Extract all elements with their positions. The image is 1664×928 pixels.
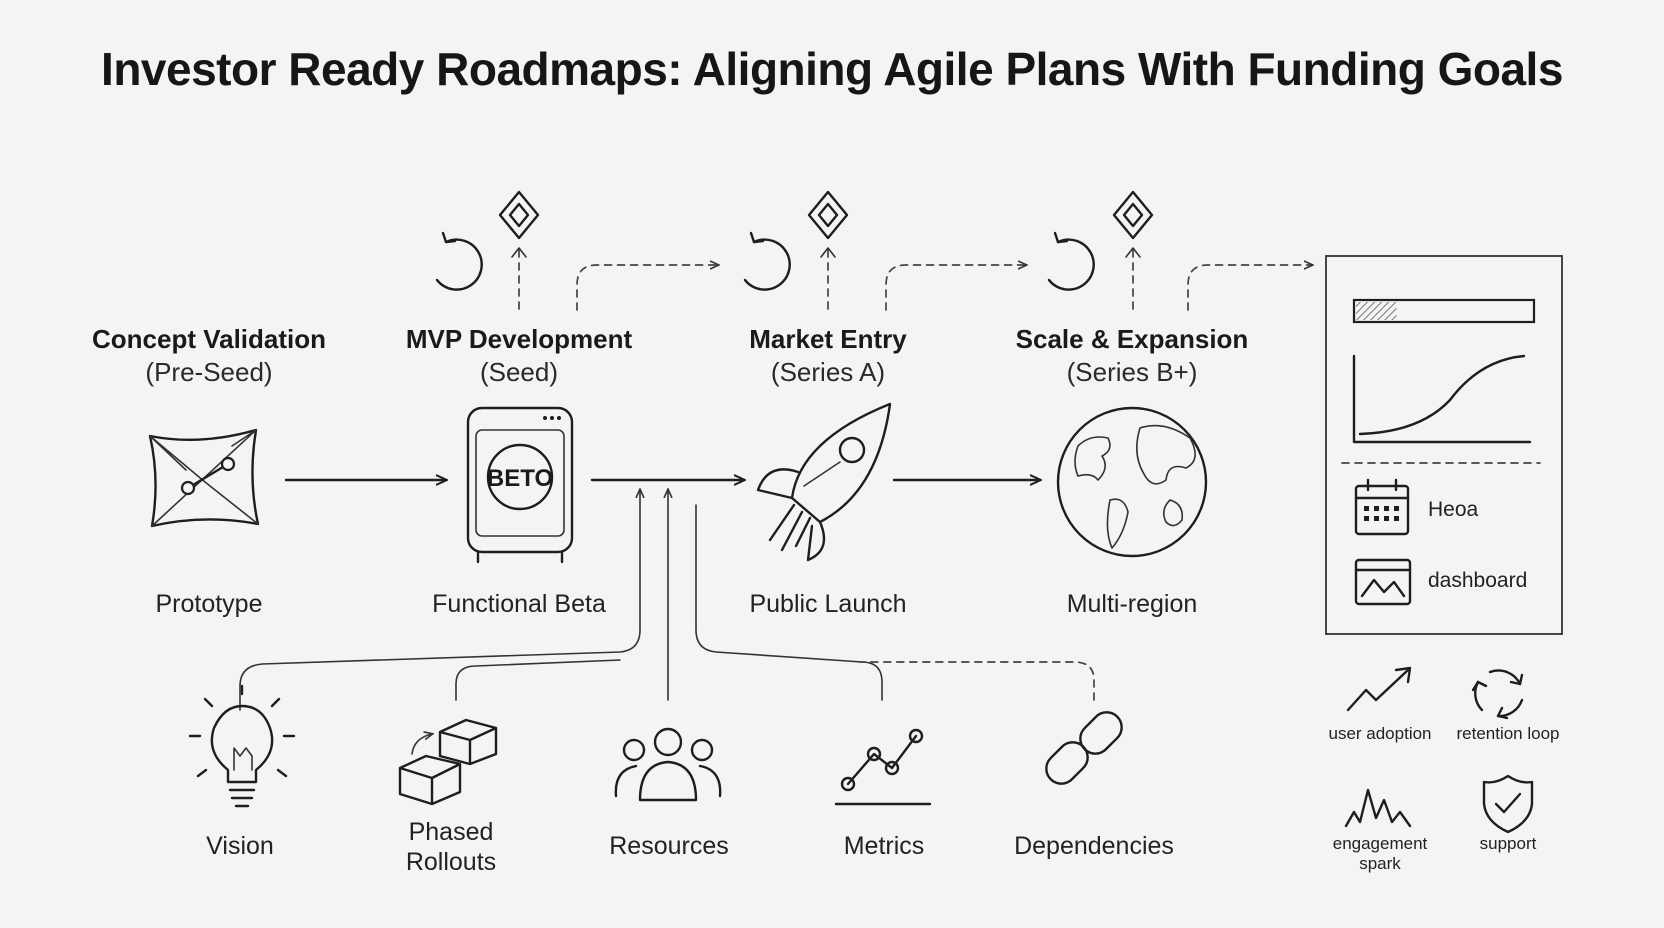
stage-funding-series-b: (Series B+) <box>1066 357 1198 387</box>
svg-text:BETO: BETO <box>487 465 553 492</box>
lightbulb-icon <box>188 684 296 808</box>
stage-output-functional-beta: Functional Beta <box>432 590 606 618</box>
trend-up-icon <box>1346 666 1412 712</box>
panel-item-dashboard-label: dashboard <box>1428 569 1528 592</box>
stage-output-prototype: Prototype <box>155 590 263 618</box>
milestone-diamond-icon <box>807 190 849 311</box>
milestone-diamond-icon <box>1112 190 1154 311</box>
progress-fill <box>1356 302 1397 320</box>
rocket-icon <box>756 402 892 562</box>
stage-funding-pre-seed: (Pre-Seed) <box>145 357 273 387</box>
foundation-connector <box>695 504 883 701</box>
dashboard-chart-icon <box>1354 558 1412 606</box>
foundation-connector <box>859 661 1095 701</box>
metric-label-user-adoption: user adoption <box>1328 724 1432 743</box>
stage-title-concept-validation: Concept Validation <box>91 324 327 354</box>
shield-check-icon <box>1482 774 1534 834</box>
dashed-connector <box>1187 265 1312 311</box>
dashed-connector <box>885 265 1026 311</box>
stage-funding-series-a: (Series A) <box>770 357 886 387</box>
growth-curve <box>1358 354 1526 436</box>
milestone-diamond-icon <box>498 190 540 311</box>
panel-item-calendar-label: Heoa <box>1428 498 1479 521</box>
iteration-cycle-icon <box>743 231 791 291</box>
dashboard-panel <box>1325 255 1563 635</box>
prototype-sketch-icon <box>148 428 260 528</box>
foundation-label-resources: Resources <box>609 832 729 860</box>
metric-label-support: support <box>1479 834 1537 853</box>
foundation-connector <box>239 490 640 711</box>
dashed-connector <box>576 265 718 311</box>
progress-bar <box>1352 298 1536 324</box>
foundation-label-dependencies: Dependencies <box>1014 832 1174 860</box>
stage-title-market-entry: Market Entry <box>749 324 907 354</box>
stage-output-public-launch: Public Launch <box>749 590 907 618</box>
people-icon <box>614 727 722 802</box>
globe-icon <box>1056 406 1208 558</box>
metric-label-engagement-spark: engagement spark <box>1332 834 1428 873</box>
chain-link-icon <box>1045 711 1123 785</box>
calendar-icon <box>1354 478 1410 536</box>
stage-title-mvp-development: MVP Development <box>405 324 633 354</box>
foundation-label-phased-rollouts: Phased Rollouts <box>405 818 497 876</box>
boxes-icon <box>398 718 498 806</box>
diagram-title: Investor Ready Roadmaps: Aligning Agile … <box>101 43 1563 95</box>
foundation-label-vision: Vision <box>206 832 274 860</box>
foundation-connector <box>455 659 621 701</box>
spark-icon <box>1344 788 1412 828</box>
chart-axes <box>1352 354 1532 444</box>
stage-output-multi-region: Multi-region <box>1066 590 1198 618</box>
metric-label-retention-loop: retention loop <box>1456 724 1560 743</box>
stage-title-scale-expansion: Scale & Expansion <box>1015 324 1249 354</box>
retention-loop-icon <box>1471 669 1524 720</box>
iteration-cycle-icon <box>1047 231 1095 291</box>
stage-funding-seed: (Seed) <box>479 357 559 387</box>
beta-device-icon: BETO <box>466 406 574 564</box>
foundation-label-metrics: Metrics <box>843 832 925 860</box>
iteration-cycle-icon <box>435 231 483 291</box>
line-chart-icon <box>834 728 932 806</box>
